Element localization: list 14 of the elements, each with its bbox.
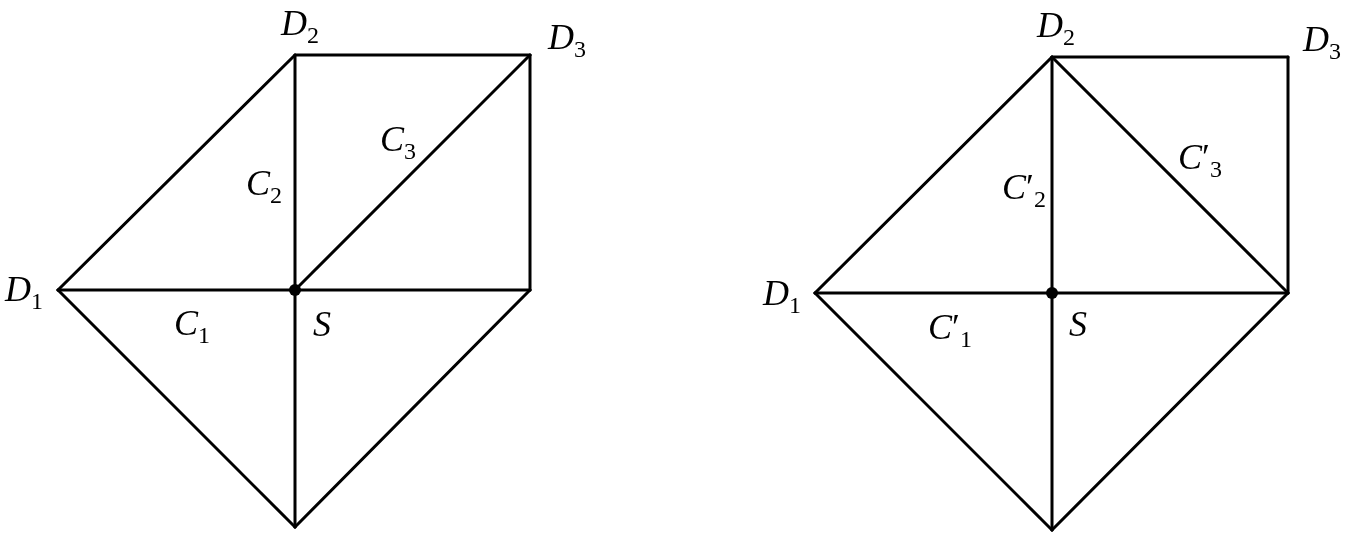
vertex-label: D$_{2}$ [281,5,319,47]
vertex-label: S [313,306,331,342]
vertex-label: D$_{2}$ [1037,7,1075,49]
region-label: C′$_{2}$ [1002,169,1046,211]
vertex-label: D$_{3}$ [548,19,586,61]
region-label: C$_{2}$ [246,165,282,207]
vertex-label: D$_{3}$ [1303,21,1341,63]
region-label: C′$_{1}$ [928,309,972,351]
vertex-label: S [1069,306,1087,342]
region-label: C$_{1}$ [174,305,210,347]
vertex-label: D$_{1}$ [5,271,43,313]
region-label: C′$_{3}$ [1178,139,1222,181]
vertex-label: D$_{1}$ [763,275,801,317]
region-label: C$_{3}$ [380,121,416,163]
